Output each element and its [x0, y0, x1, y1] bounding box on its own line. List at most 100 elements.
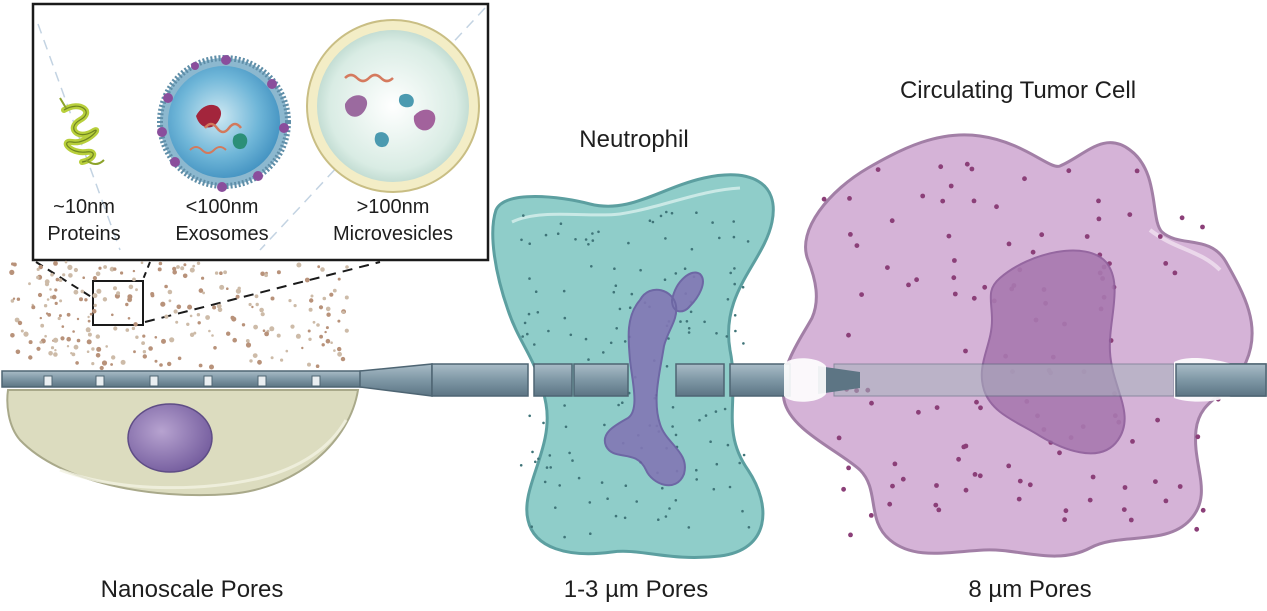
nanoparticle: [53, 337, 59, 343]
granule: [709, 440, 712, 444]
granule: [961, 444, 967, 450]
granule: [934, 483, 939, 488]
nanoparticle: [148, 346, 153, 351]
granule: [938, 164, 944, 170]
granule: [564, 425, 568, 429]
nanoparticle: [176, 304, 182, 310]
nanoparticle: [102, 297, 108, 302]
granule: [972, 472, 978, 477]
granule: [848, 532, 853, 538]
granule: [1163, 498, 1169, 504]
granule: [868, 513, 874, 518]
nanoparticle: [260, 312, 265, 317]
filter-membrane: [1, 358, 1267, 402]
nanoparticle: [219, 284, 225, 290]
nanoparticle: [322, 296, 327, 301]
granule: [613, 267, 616, 271]
nanoparticle: [125, 302, 129, 307]
nanoparticle: [337, 277, 341, 281]
granule: [528, 242, 531, 245]
nanoparticle: [59, 299, 63, 303]
nanoparticle: [116, 291, 121, 296]
nanoparticle: [66, 312, 71, 317]
granule: [1163, 261, 1169, 266]
nanoparticle: [98, 266, 102, 270]
granule: [615, 327, 618, 330]
nanoparticle: [325, 338, 331, 344]
nanoparticle: [325, 306, 331, 312]
granule: [679, 320, 682, 323]
nanoparticle: [135, 288, 138, 292]
nanoparticle: [189, 314, 193, 318]
granule: [683, 267, 687, 271]
nanoparticle: [209, 364, 214, 370]
granule: [628, 306, 632, 310]
exosome-size-label: <100nm: [186, 196, 259, 218]
nanoparticle: [53, 261, 58, 266]
granule: [659, 214, 663, 218]
granule: [627, 241, 630, 245]
granule: [639, 268, 642, 272]
granule: [563, 316, 567, 320]
granule: [1022, 176, 1027, 182]
nanoparticle: [54, 349, 57, 352]
nanoparticle: [226, 287, 229, 291]
granule: [906, 282, 911, 288]
granule: [869, 400, 874, 406]
nanoscale-pore-row: [43, 375, 321, 387]
granule: [563, 404, 566, 407]
nanoparticle: [264, 331, 269, 337]
nanoparticle: [142, 354, 147, 359]
nanoparticle: [197, 321, 201, 325]
nanoparticle: [337, 319, 341, 323]
granule: [597, 230, 600, 234]
nanoparticle: [48, 351, 53, 356]
nanoparticle: [150, 293, 155, 298]
nanoparticle: [307, 362, 311, 367]
protein-name-label: Proteins: [47, 223, 120, 245]
nanoparticle: [132, 269, 136, 273]
nanoparticle: [105, 345, 108, 348]
nanoparticle: [15, 349, 21, 355]
nanoparticle: [232, 337, 237, 343]
nanoparticle: [160, 301, 166, 307]
nanoparticle: [326, 312, 331, 317]
nanoparticle: [96, 346, 102, 352]
membrane-nanoscale-segment: [1, 370, 363, 388]
nanoparticle: [159, 363, 163, 367]
nanoparticle: [245, 342, 252, 348]
nanoparticle: [198, 363, 203, 368]
granule: [527, 312, 531, 316]
nanoparticle: [87, 332, 92, 337]
large-pores-label: 8 µm Pores: [968, 576, 1091, 603]
nanoparticle: [158, 261, 163, 266]
nanoparticle: [54, 301, 58, 305]
granule: [887, 501, 893, 507]
micropores-label: 1-3 µm Pores: [564, 576, 709, 603]
granule: [521, 335, 524, 338]
nanoparticle: [288, 299, 292, 303]
nanopore: [43, 375, 53, 387]
granule: [1194, 526, 1200, 532]
granule: [933, 502, 939, 508]
tumor-rim-highlight: [1148, 228, 1222, 272]
granule: [523, 321, 527, 325]
nanoparticle: [167, 289, 173, 295]
nanoparticle: [154, 336, 158, 339]
membrane-block: [533, 363, 573, 397]
nanoparticle: [110, 363, 113, 366]
nanoparticle: [73, 289, 79, 295]
nanoparticle: [196, 261, 201, 265]
granule: [723, 407, 727, 411]
granule: [526, 332, 529, 336]
granule: [704, 414, 708, 417]
granule: [971, 198, 977, 204]
granule: [544, 233, 548, 237]
nanoparticle: [173, 309, 178, 314]
nanoparticle: [95, 334, 101, 339]
nanoparticle: [67, 264, 73, 270]
granule: [703, 320, 706, 324]
nanoparticle: [202, 291, 206, 295]
granule: [969, 166, 975, 172]
granule: [728, 485, 732, 489]
